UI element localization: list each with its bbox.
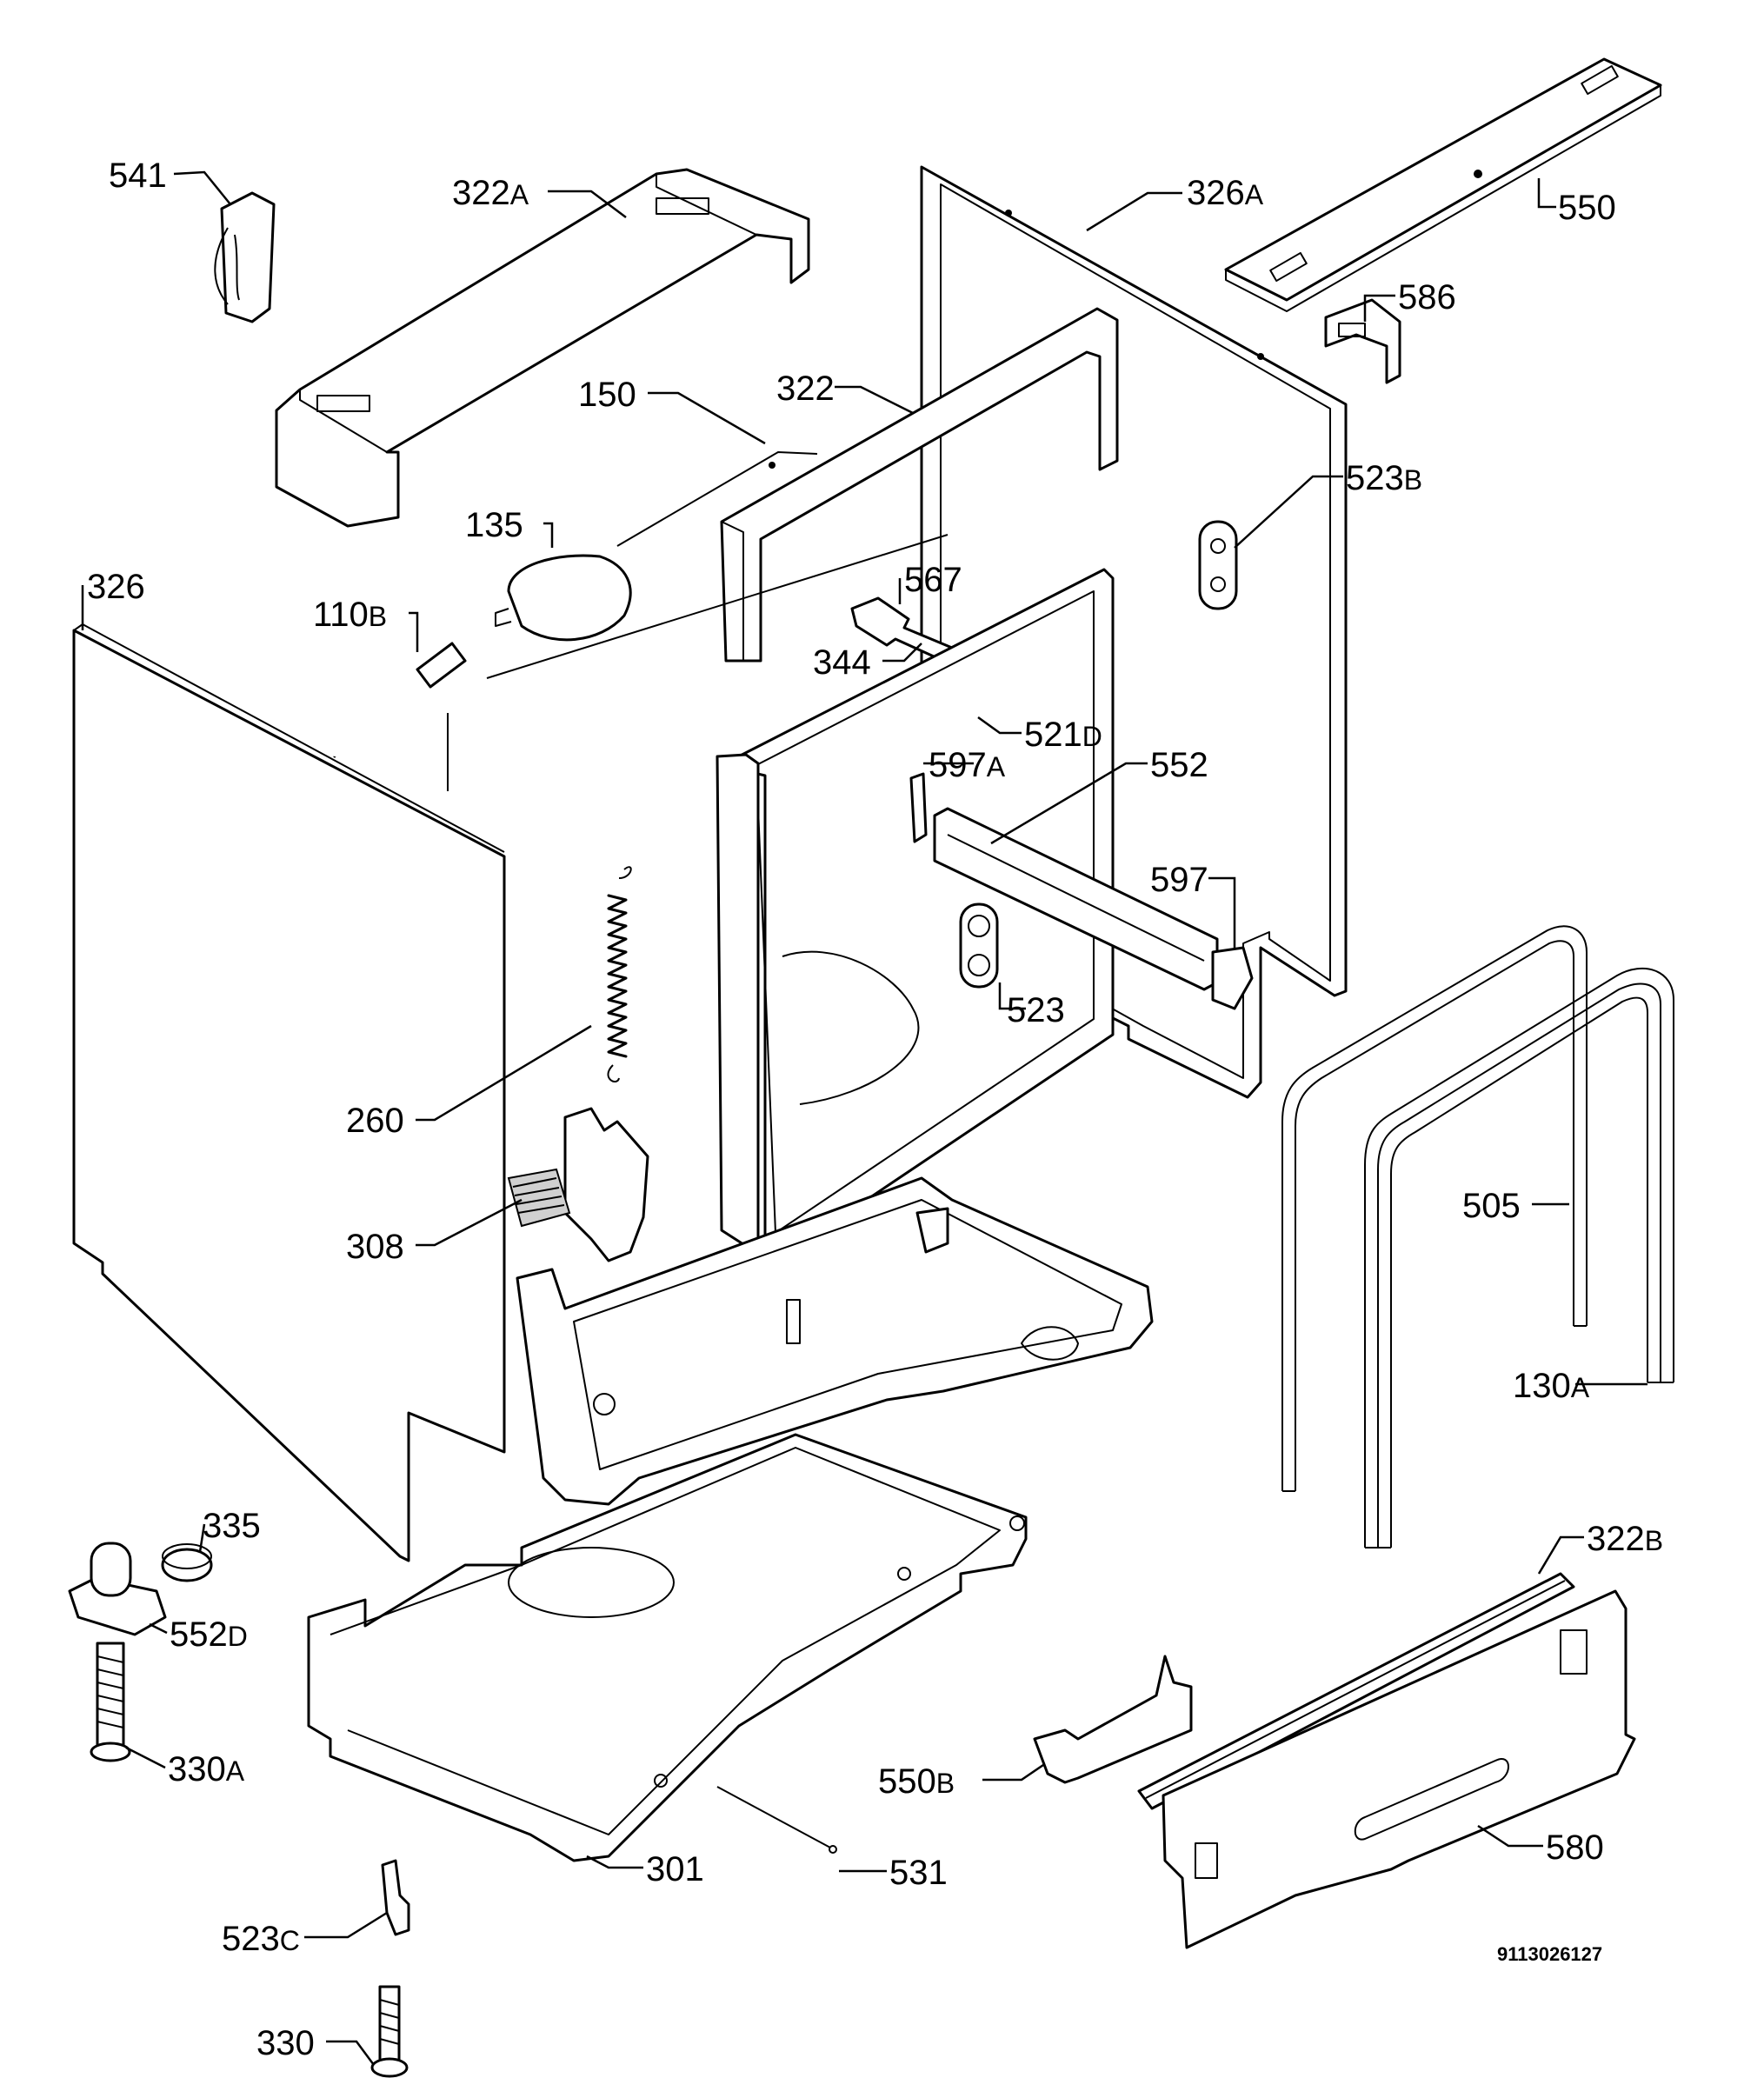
label-523c: 523C <box>222 1920 300 1958</box>
part-base-frame <box>516 1176 1154 1506</box>
part-301-base-tray <box>307 1433 1028 1862</box>
part-550-top-bar <box>1224 57 1662 312</box>
label-552d: 552D <box>170 1615 248 1654</box>
label-330a: 330A <box>168 1750 245 1788</box>
part-552d-foot-socket <box>68 1542 167 1636</box>
label-260: 260 <box>346 1102 404 1140</box>
label-344: 344 <box>813 643 871 682</box>
label-580: 580 <box>1546 1828 1604 1867</box>
label-308: 308 <box>346 1228 404 1266</box>
part-330a-screw <box>90 1642 131 1762</box>
label-335: 335 <box>203 1507 261 1545</box>
label-322: 322 <box>776 370 835 408</box>
callout-labels: 541 322A 326A 550 586 150 322 523B 135 3… <box>87 157 1663 2062</box>
part-110b-hose <box>331 642 467 758</box>
part-580-plinth <box>1162 1589 1636 1949</box>
label-135: 135 <box>465 506 523 544</box>
document-number: 9113026127 <box>1497 1943 1602 1965</box>
part-326-side-panel <box>72 623 506 1562</box>
part-523-grommet <box>959 902 999 989</box>
part-130a-seal <box>1364 968 1674 1549</box>
part-586-bracket <box>1324 298 1401 384</box>
part-308-hinge <box>507 1107 649 1262</box>
part-523b-grommet <box>1198 520 1238 610</box>
label-586: 586 <box>1398 278 1456 316</box>
leader-lines <box>81 170 1648 2066</box>
label-110b: 110B <box>313 596 387 634</box>
part-260-spring <box>607 866 632 1082</box>
label-505: 505 <box>1462 1187 1521 1225</box>
label-523b: 523B <box>1346 459 1422 497</box>
label-150: 150 <box>578 376 636 414</box>
label-521d: 521D <box>1024 716 1102 754</box>
part-523c-clip <box>381 1859 410 1936</box>
label-326a: 326A <box>1187 174 1264 212</box>
part-531-pin <box>716 1786 837 1854</box>
label-130a: 130A <box>1513 1367 1590 1405</box>
part-322-upright-frame <box>720 307 1119 663</box>
part-335-nut <box>161 1543 213 1582</box>
label-597a: 597A <box>929 746 1006 784</box>
label-541: 541 <box>109 157 167 195</box>
label-322a: 322A <box>452 174 529 212</box>
label-301: 301 <box>646 1850 704 1888</box>
part-552-rail <box>909 772 1254 1010</box>
label-330: 330 <box>256 2024 315 2062</box>
part-505-seal <box>1281 925 1588 1492</box>
label-326: 326 <box>87 568 145 606</box>
label-531: 531 <box>889 1854 948 1892</box>
label-552: 552 <box>1150 746 1208 784</box>
part-541-clip <box>214 191 276 323</box>
label-322b: 322B <box>1587 1520 1663 1558</box>
label-550b: 550B <box>878 1762 955 1801</box>
part-330-screw <box>370 1985 409 2078</box>
label-550: 550 <box>1558 189 1616 227</box>
part-tub-front-frame <box>716 568 1115 1267</box>
label-597: 597 <box>1150 861 1208 899</box>
label-567: 567 <box>904 561 962 599</box>
part-550b-clip <box>1033 1655 1193 1784</box>
part-322b-rail <box>1137 1572 1575 1810</box>
part-135-dispenser <box>495 554 632 642</box>
label-523: 523 <box>1007 991 1065 1029</box>
part-150-tub-outline <box>447 450 949 791</box>
part-322a-top-rail <box>275 168 810 528</box>
